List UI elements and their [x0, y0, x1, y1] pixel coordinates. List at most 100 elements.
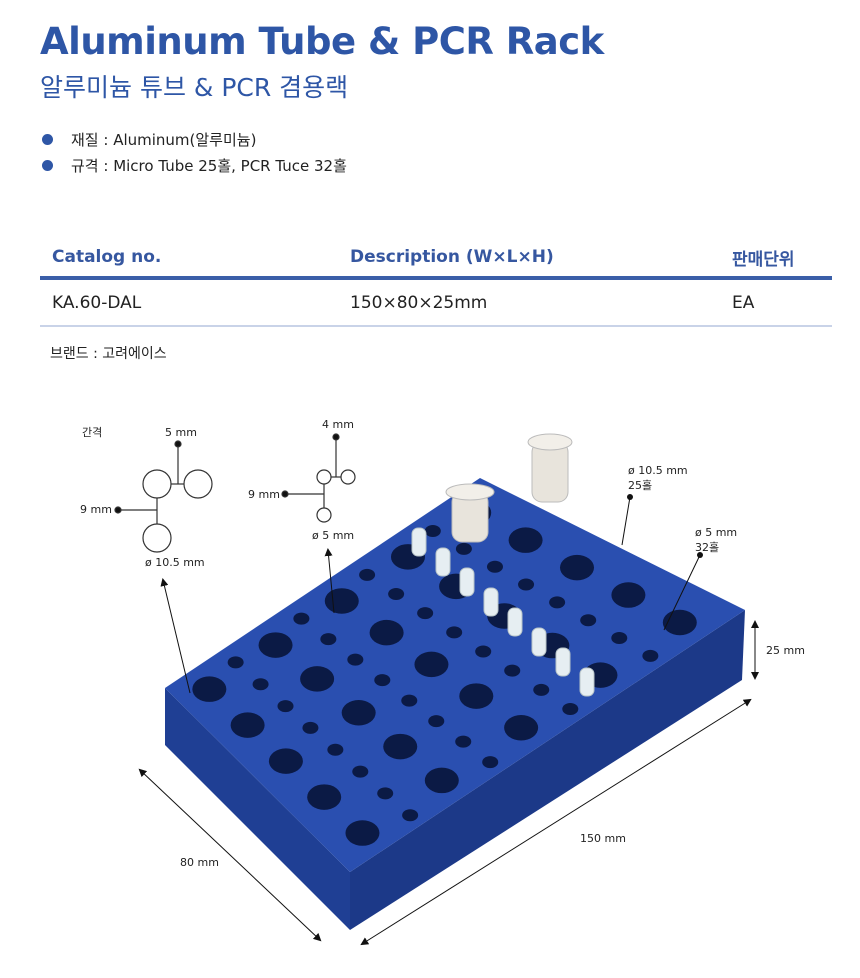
spacing-label: 간격 [82, 426, 102, 439]
rack-hole [302, 721, 319, 734]
rack-body [165, 478, 745, 930]
rack-hole [268, 748, 303, 774]
cell-description: 150×80×25mm [350, 292, 488, 313]
small-gap-label: 4 mm [322, 418, 354, 431]
header-description: Description (W×L×H) [350, 247, 554, 267]
rack-hole [347, 653, 364, 666]
rack-hole [504, 715, 539, 741]
rack-hole [446, 626, 463, 639]
rack-hole [324, 588, 359, 614]
rack-hole [192, 676, 227, 702]
rack-hole [359, 568, 376, 581]
height-label: 25 mm [766, 644, 805, 657]
callout-line [160, 578, 191, 694]
rack-hole [504, 664, 521, 677]
table-row: KA.60-DAL 150×80×25mm EA [40, 280, 832, 327]
table-header: Catalog no. Description (W×L×H) 판매단위 [40, 238, 832, 280]
rack-hole [320, 633, 337, 646]
large-gap-label: 5 mm [165, 426, 197, 439]
rack-hole [345, 820, 380, 846]
pcr-tube [531, 627, 547, 657]
rack-hole [533, 683, 550, 696]
rack-hole [383, 733, 418, 760]
pcr-tube [507, 607, 523, 637]
rack-hole [401, 694, 418, 707]
length-dimension-line [360, 698, 752, 946]
rack-hole [611, 582, 646, 608]
spec-item: 재질 : Aluminum(알루미늄) [42, 126, 347, 152]
rack-hole [424, 767, 459, 794]
callout-small-diameter: ø 5 mm [695, 526, 737, 539]
rack-hole [369, 619, 404, 646]
callout-small-holes: 32홀 [695, 541, 719, 554]
rack-hole [307, 784, 342, 810]
page-subtitle: 알루미늄 튜브 & PCR 겸용랙 [40, 73, 349, 102]
rack-hole [482, 756, 499, 769]
rack-hole [258, 632, 293, 658]
header-catalog: Catalog no. [52, 247, 162, 267]
rack-hole [300, 666, 335, 692]
pcr-tube [435, 547, 451, 577]
bullet-icon [42, 159, 53, 171]
rack-hole [455, 542, 472, 555]
rack-hole [455, 735, 472, 748]
width-dimension-line [138, 768, 322, 942]
pcr-strip [411, 527, 595, 697]
rack-hole [428, 715, 445, 728]
small-diameter-label: ø 5 mm [312, 529, 354, 542]
rack-hole [611, 632, 628, 645]
pcr-tube [555, 647, 571, 677]
rack-hole [402, 809, 419, 822]
callout-large-diameter: ø 10.5 mm [628, 464, 688, 477]
rack-hole [642, 649, 659, 662]
rack-hole [580, 614, 597, 627]
rack-hole [352, 765, 369, 778]
pcr-tube [579, 667, 595, 697]
large-diameter-label: ø 10.5 mm [145, 556, 205, 569]
pcr-tube [459, 567, 475, 597]
spacing-diagram-large [114, 440, 213, 553]
rack-hole [230, 712, 265, 738]
rack-hole [341, 699, 376, 726]
header-unit: 판매단위 [732, 249, 795, 270]
rack-hole [486, 560, 503, 573]
rack-hole [475, 645, 492, 658]
rack-hole [560, 554, 594, 581]
rack-hole [508, 527, 543, 553]
bullet-icon [42, 133, 53, 145]
rack-hole [377, 787, 394, 800]
rack-hole [414, 651, 449, 678]
pcr-tube [483, 587, 499, 617]
rack-hole [549, 596, 566, 609]
width-label: 80 mm [180, 856, 219, 869]
callout-line [324, 548, 335, 614]
rack-hole [518, 578, 535, 591]
rack-hole [662, 609, 697, 636]
spec-item: 규격 : Micro Tube 25홀, PCR Tuce 32홀 [42, 152, 347, 178]
rack-hole [424, 525, 441, 538]
callout-line [663, 554, 701, 631]
page-title: Aluminum Tube & PCR Rack [40, 20, 604, 63]
rack-hole [277, 700, 294, 713]
small-pitch-label: 9 mm [248, 488, 280, 501]
rack-hole [293, 612, 310, 625]
callout-line [621, 496, 631, 546]
catalog-table: Catalog no. Description (W×L×H) 판매단위 KA.… [40, 238, 832, 327]
rack-hole [417, 607, 434, 620]
cell-catalog: KA.60-DAL [52, 292, 142, 313]
rack-hole [252, 678, 269, 691]
spacing-diagram-small [281, 433, 356, 523]
spec-text: 재질 : Aluminum(알루미늄) [71, 130, 257, 149]
brand-label: 브랜드 : 고려에이스 [50, 346, 167, 362]
rack-hole [388, 587, 405, 600]
cell-unit: EA [732, 292, 755, 313]
rack-hole [374, 674, 391, 687]
length-label: 150 mm [580, 832, 626, 845]
rack-hole [227, 656, 244, 669]
micro-tubes [445, 433, 573, 543]
spec-text: 규격 : Micro Tube 25홀, PCR Tuce 32홀 [71, 156, 347, 175]
large-pitch-label: 9 mm [80, 503, 112, 516]
rack-hole [327, 743, 344, 756]
pcr-tube [411, 527, 427, 557]
